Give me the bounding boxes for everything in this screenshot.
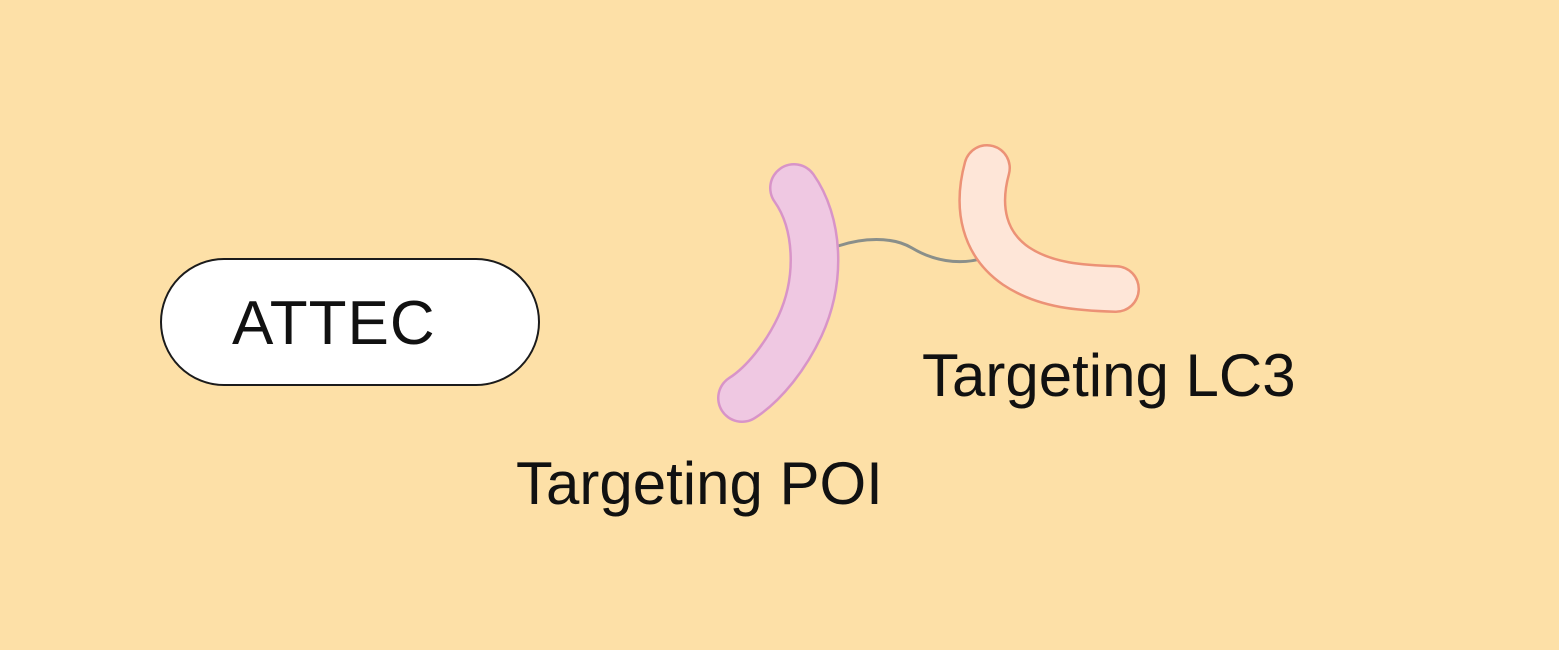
targeting-lc3-label: Targeting LC3 (922, 342, 1296, 409)
lc3-ligand-icon (958, 144, 1140, 313)
poi-ligand-fill (719, 165, 837, 421)
attec-badge-label: ATTEC (232, 289, 436, 358)
attec-badge: ATTEC (160, 258, 540, 386)
linker-line-icon (836, 238, 986, 264)
targeting-poi-label: Targeting POI (516, 450, 883, 517)
lc3-ligand-fill (960, 146, 1138, 311)
poi-ligand-icon (717, 163, 840, 423)
